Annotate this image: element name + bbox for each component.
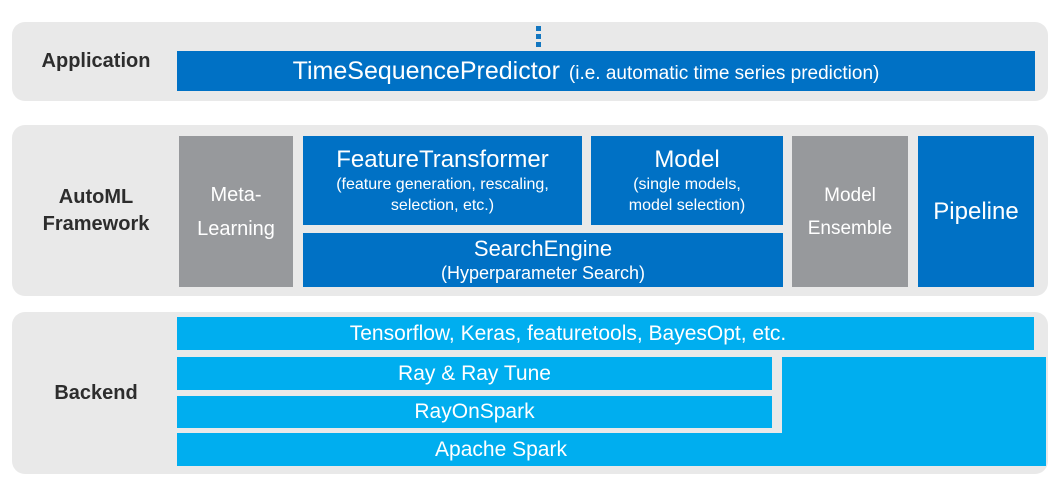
backend-label-text: Backend: [54, 381, 138, 404]
model-ensemble-box: Model Ensemble: [792, 136, 908, 287]
model-title: Model: [654, 145, 720, 173]
ray-ray-tune-bar: Ray & Ray Tune: [177, 357, 772, 390]
apache-spark-bar: Apache Spark: [177, 433, 1034, 466]
tensorflow-keras-bar: Tensorflow, Keras, featuretools, BayesOp…: [177, 317, 1034, 350]
ellipsis-dot: [536, 42, 541, 47]
application-band-label: Application: [12, 22, 180, 101]
search-engine-box: SearchEngine (Hyperparameter Search): [303, 233, 783, 287]
feature-transformer-sub-line1: (feature generation, rescaling,: [336, 175, 549, 193]
automl-framework-band-label: AutoML Framework: [12, 125, 180, 296]
feature-transformer-sub-line2: selection, etc.): [390, 196, 495, 214]
backend-band: Backend Tensorflow, Keras, featuretools,…: [12, 312, 1048, 474]
feature-transformer-title: FeatureTransformer: [336, 145, 549, 173]
ellipsis-dot: [536, 26, 541, 31]
feature-transformer-box: FeatureTransformer (feature generation, …: [303, 136, 582, 225]
application-label-text: Application: [41, 50, 151, 72]
backend-band-label: Backend: [12, 312, 180, 474]
ray-on-spark-bar: RayOnSpark: [177, 396, 772, 428]
model-box: Model (single models, model selection): [591, 136, 783, 225]
search-engine-subtitle: (Hyperparameter Search): [440, 263, 646, 283]
automl-label-line1: AutoML: [58, 185, 134, 208]
automl-label-line2: Framework: [42, 212, 150, 235]
pipeline-box: Pipeline: [918, 136, 1034, 287]
ray-ray-tune-label: Ray & Ray Tune: [398, 361, 551, 385]
pipeline-title: Pipeline: [933, 197, 1019, 225]
vertical-ellipsis-icon: [536, 26, 541, 47]
meta-learning-line1: Meta-: [210, 183, 262, 206]
automl-framework-band: AutoML Framework Meta- Learning FeatureT…: [12, 125, 1048, 296]
time-sequence-predictor-title: TimeSequencePredictor: [292, 57, 560, 85]
meta-learning-box: Meta- Learning: [179, 136, 293, 287]
model-sub-line2: model selection): [628, 196, 746, 214]
model-sub-line1: (single models,: [633, 175, 741, 193]
apache-spark-label: Apache Spark: [435, 437, 567, 461]
time-sequence-predictor-subtitle: (i.e. automatic time series prediction): [568, 63, 880, 84]
ray-on-spark-label: RayOnSpark: [414, 400, 535, 423]
application-band: Application TimeSequencePredictor (i.e. …: [12, 22, 1048, 101]
model-ensemble-line2: Ensemble: [807, 217, 893, 239]
search-engine-title: SearchEngine: [473, 236, 613, 261]
ellipsis-dot: [536, 34, 541, 39]
tensorflow-keras-label: Tensorflow, Keras, featuretools, BayesOp…: [349, 321, 787, 345]
meta-learning-line2: Learning: [197, 217, 275, 240]
model-ensemble-line1: Model: [824, 184, 876, 206]
time-sequence-predictor-box: TimeSequencePredictor (i.e. automatic ti…: [177, 51, 1035, 91]
